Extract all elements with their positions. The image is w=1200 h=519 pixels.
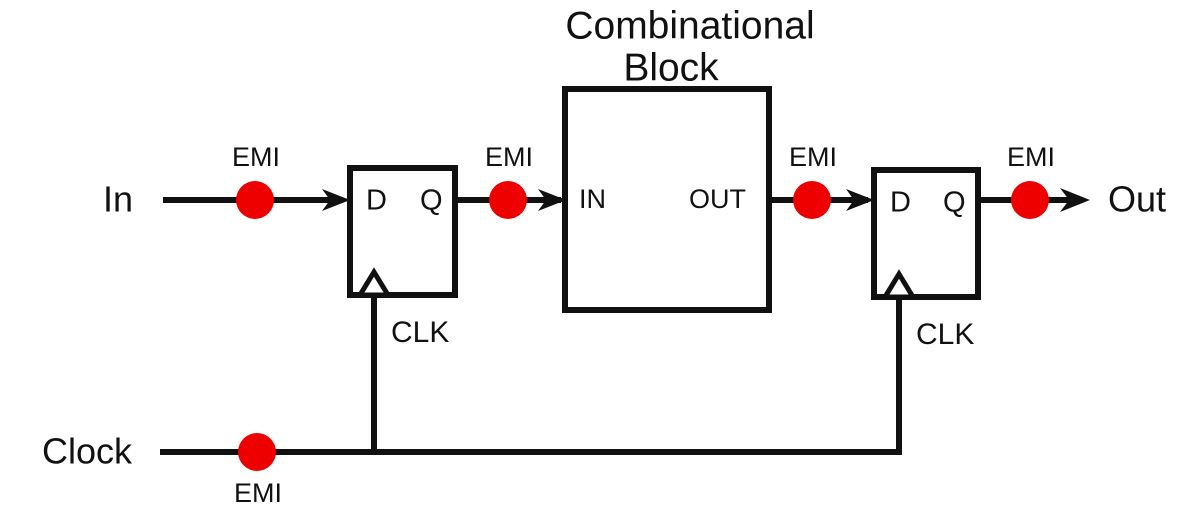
flipflop-1-q-pin-label: Q <box>420 185 443 217</box>
emi-label-ff2-output: EMI <box>1007 142 1055 172</box>
flipflop-2-clk-label: CLK <box>916 318 974 351</box>
port-labels: In Out Clock <box>42 179 1166 472</box>
flipflop-2-q-pin-label: Q <box>943 187 966 219</box>
emi-dot-ff1-output[interactable] <box>489 181 527 219</box>
combinational-block-out-pin-label: OUT <box>689 184 746 214</box>
input-port-label: In <box>103 179 133 220</box>
emi-injection-points[interactable] <box>236 181 1049 471</box>
emi-dot-comb-output[interactable] <box>793 181 831 219</box>
emi-labels: EMI EMI EMI EMI EMI <box>232 142 1055 508</box>
datapath-arrowheads <box>322 188 1090 212</box>
combinational-block-body[interactable] <box>562 86 772 313</box>
diagram-title-line1: Combinational <box>565 4 814 47</box>
clock-port-label: Clock <box>42 431 133 472</box>
emi-dot-input[interactable] <box>236 181 274 219</box>
emi-label-ff1-output: EMI <box>485 142 533 172</box>
output-port-label: Out <box>1108 179 1166 220</box>
emi-dot-ff2-output[interactable] <box>1011 181 1049 219</box>
arrow-into-out <box>1060 188 1090 212</box>
arrow-into-comb-in <box>538 189 566 211</box>
clock-net <box>160 293 902 455</box>
flipflop-1-d-pin-label: D <box>366 185 387 217</box>
flipflop-1-clk-label: CLK <box>391 316 449 349</box>
flipflop-2-body[interactable] <box>871 167 981 300</box>
arrow-into-ff2-d <box>846 189 874 211</box>
arrow-into-ff1-d <box>322 189 350 211</box>
combinational-block-in-pin-label: IN <box>579 184 606 214</box>
emi-dot-clock[interactable] <box>238 433 276 471</box>
flipflop-2[interactable]: D Q CLK <box>871 167 981 351</box>
flipflop-2-d-pin-label: D <box>890 187 911 219</box>
combinational-block[interactable]: IN OUT <box>562 86 772 313</box>
diagram-title-line2: Block <box>623 46 719 89</box>
flipflop-1-body[interactable] <box>347 165 458 298</box>
emi-label-comb-output: EMI <box>789 142 837 172</box>
flipflop-1[interactable]: D Q CLK <box>347 165 458 349</box>
emi-label-clock: EMI <box>234 478 282 508</box>
emi-label-input: EMI <box>232 142 280 172</box>
